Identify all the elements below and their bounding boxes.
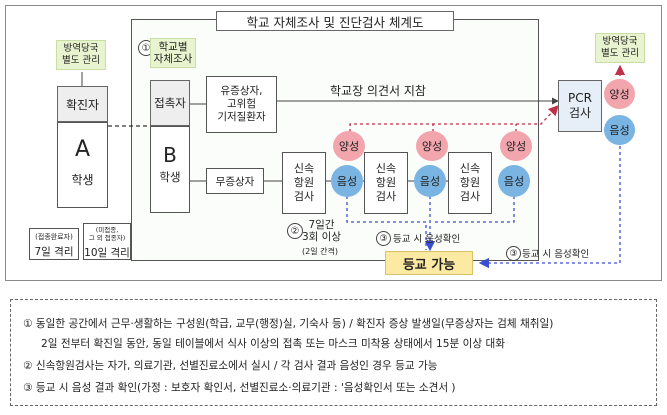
period-label: 7일간 3회 이상 [302, 219, 341, 243]
rapid2-positive: 양성 [416, 131, 448, 161]
rapid-test-1: 신속 항원 검사 [282, 152, 326, 214]
pcr-box: PCR 검사 [558, 80, 602, 132]
rapid3-negative: 음성 [498, 165, 530, 197]
student-a-letter: A [74, 137, 91, 162]
student-b-box: B 학생 [150, 126, 190, 213]
quarantine-left: 방역당국 별도 관리 [56, 40, 106, 70]
isolation-vaccinated: (접종완료자) 7일 격리 [29, 228, 79, 260]
note-1-cont: 2일 전부터 확진일 동안, 동일 테이블에서 식사 이상의 접촉 또는 마스크… [41, 338, 505, 350]
confirmed-box: 확진자 [57, 86, 108, 122]
rapid1-positive: 양성 [333, 131, 365, 161]
student-a-box: A 학생 [57, 122, 108, 208]
student-a-label: 학생 [71, 173, 94, 187]
isolation-unvaccinated: (미접종, 그 외 접종자) 10일 격리 [83, 223, 131, 260]
symptomatic-box: 유증상자, 고위험 기저질환자 [206, 76, 277, 133]
note-1: ① 동일한 공간에서 근무·생활하는 구성원(학급, 교무(행정)실, 기숙사 … [23, 318, 554, 330]
pcr-positive: 양성 [604, 79, 635, 109]
student-b-letter: B [163, 143, 177, 167]
note-3: ③ 등교 시 음성 결과 확인(가정 : 보호자 확인서, 선별진료소·의료기관… [23, 382, 456, 394]
confirm-negative-label-b: 등교 시 음성확인 [522, 249, 590, 260]
rapid-test-2: 신속 항원 검사 [364, 152, 408, 214]
quarantine-right: 방역당국 별도 관리 [595, 33, 645, 63]
confirm-negative-label-a: 등교 시 음성확인 [393, 234, 461, 245]
go-school-box: 등교 가능 [385, 251, 473, 275]
rapid2-negative: 음성 [414, 165, 446, 197]
link-pcr-negative-go-school [478, 146, 621, 269]
interval-label: (2일 간격) [302, 247, 338, 256]
notes-box: ① 동일한 공간에서 근무·생활하는 구성원(학급, 교무(행정)실, 기숙사 … [10, 299, 657, 406]
step3-marker-a: ③ [376, 231, 391, 246]
note-2: ② 신속항원검사는 자가, 의료기관, 선별진료소에서 실시 / 각 검사 결과… [23, 360, 438, 372]
link-positive-pcr [349, 105, 559, 132]
student-b-label: 학생 [159, 170, 181, 184]
contact-box: 접촉자 [150, 80, 190, 126]
principal-opinion-label: 학교장 의견서 지참 [330, 84, 426, 98]
pcr-negative: 음성 [604, 115, 635, 145]
step3-marker-b: ③ [506, 246, 521, 261]
asymptomatic-box: 무증상자 [206, 168, 264, 194]
rapid1-negative: 음성 [331, 165, 363, 197]
step2-marker: ② [287, 223, 303, 239]
school-self-investigation: 학교별 자체조사 [150, 38, 196, 68]
diagram-title: 학교 자체조사 및 진단검사 체계도 [216, 11, 454, 31]
rapid-test-3: 신속 항원 검사 [448, 152, 492, 214]
rapid3-positive: 양성 [500, 131, 532, 161]
link-negatives-merge [346, 196, 427, 250]
